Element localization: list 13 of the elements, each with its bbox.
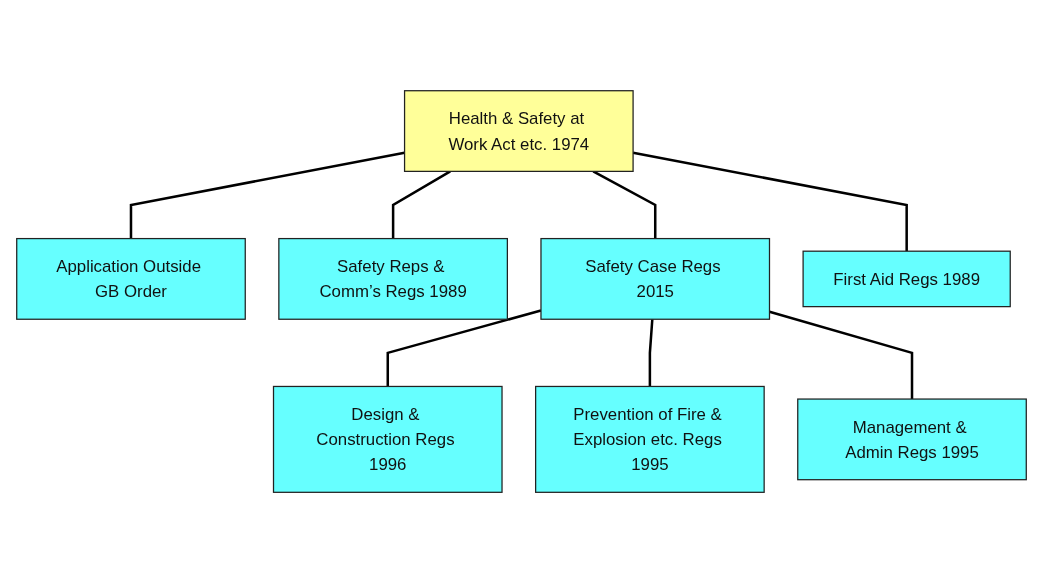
node-box: Safety Reps & Comm’s Regs 1989 (278, 237, 508, 320)
node-box: First Aid Regs 1989 (802, 250, 1011, 308)
node-box: Safety Case Regs 2015 (540, 237, 771, 320)
connector (769, 310, 914, 400)
node-box: Health & Safety at Work Act etc. 1974 (403, 90, 634, 172)
node-box: Application Outside GB Order (16, 237, 246, 320)
connector (648, 319, 654, 387)
connector (129, 151, 405, 239)
node-box: Management & Admin Regs 1995 (797, 398, 1027, 481)
node-box: Prevention of Fire & Explosion etc. Regs 1995 (535, 385, 765, 493)
connector (592, 170, 657, 239)
node-box: Design & Construction Regs 1996 (272, 385, 503, 493)
connector (391, 170, 451, 239)
